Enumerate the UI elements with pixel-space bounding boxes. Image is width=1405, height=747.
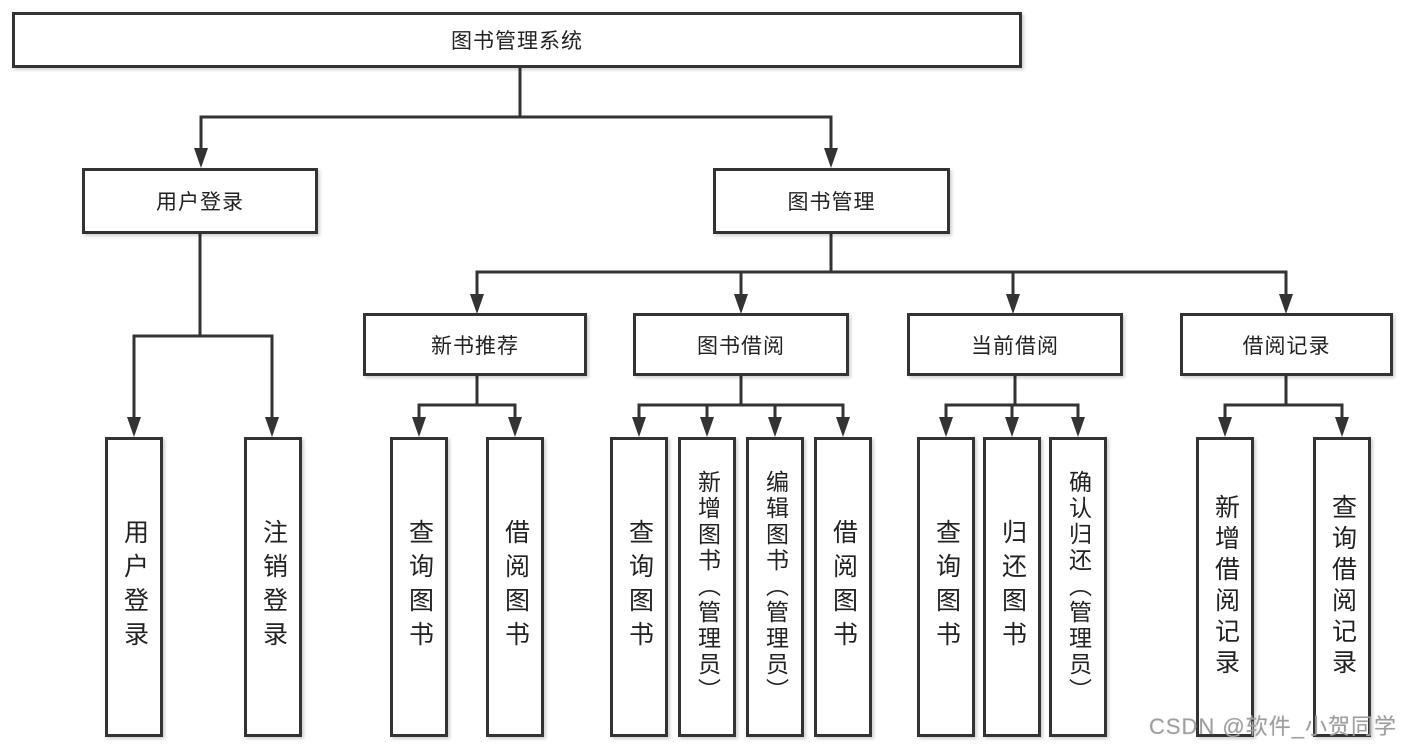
leaf-return-books: 归还图书 [983,437,1041,737]
leaf-query-borrow-record: 查询借阅记录 [1313,437,1371,737]
leaf-label: 注销登录 [259,519,288,655]
leaf-edit-books-admin: 编辑图书（管理员） [746,437,804,737]
leaf-confirm-return-admin: 确认归还（管理员） [1049,437,1107,737]
node-borrow-records: 借阅记录 [1180,313,1393,376]
node-new-book-recommend: 新书推荐 [363,313,587,376]
node-label: 图书借阅 [697,334,785,358]
leaf-label: 新增图书（管理员） [694,470,721,704]
leaf-query-books: 查询图书 [610,437,668,737]
leaf-label: 确认归还（管理员） [1065,470,1092,704]
leaf-label: 编辑图书（管理员） [762,470,789,704]
leaf-label: 新增借阅记录 [1211,494,1240,680]
leaf-label: 查询借阅记录 [1328,494,1357,680]
node-label: 图书管理 [787,191,876,214]
node-library-management-system: 图书管理系统 [12,12,1022,68]
node-label: 借阅记录 [1242,334,1331,358]
csdn-watermark: CSDN @软件_小贺同学 [1148,714,1397,739]
leaf-borrow-books: 借阅图书 [814,437,872,737]
leaf-add-borrow-record: 新增借阅记录 [1196,437,1254,737]
node-label: 当前借阅 [971,334,1059,358]
node-label: 图书管理系统 [451,30,583,53]
leaf-borrow-books: 借阅图书 [486,437,544,737]
leaf-logout: 注销登录 [244,437,302,737]
leaf-label: 查询图书 [932,519,961,655]
node-label: 新书推荐 [431,334,519,358]
node-book-management: 图书管理 [713,168,950,234]
node-current-borrow: 当前借阅 [907,313,1123,376]
leaf-label: 用户登录 [120,519,149,655]
node-user-login: 用户登录 [82,168,318,234]
node-label: 用户登录 [156,191,244,214]
leaf-query-books: 查询图书 [917,437,975,737]
leaf-add-books-admin: 新增图书（管理员） [678,437,736,737]
leaf-query-books: 查询图书 [390,437,448,737]
leaf-label: 借阅图书 [501,519,530,655]
leaf-label: 借阅图书 [829,519,858,655]
leaf-label: 查询图书 [625,519,654,655]
node-book-borrow: 图书借阅 [633,313,849,376]
leaf-label: 归还图书 [998,519,1027,655]
leaf-user-login: 用户登录 [105,437,163,737]
leaf-label: 查询图书 [405,519,434,655]
